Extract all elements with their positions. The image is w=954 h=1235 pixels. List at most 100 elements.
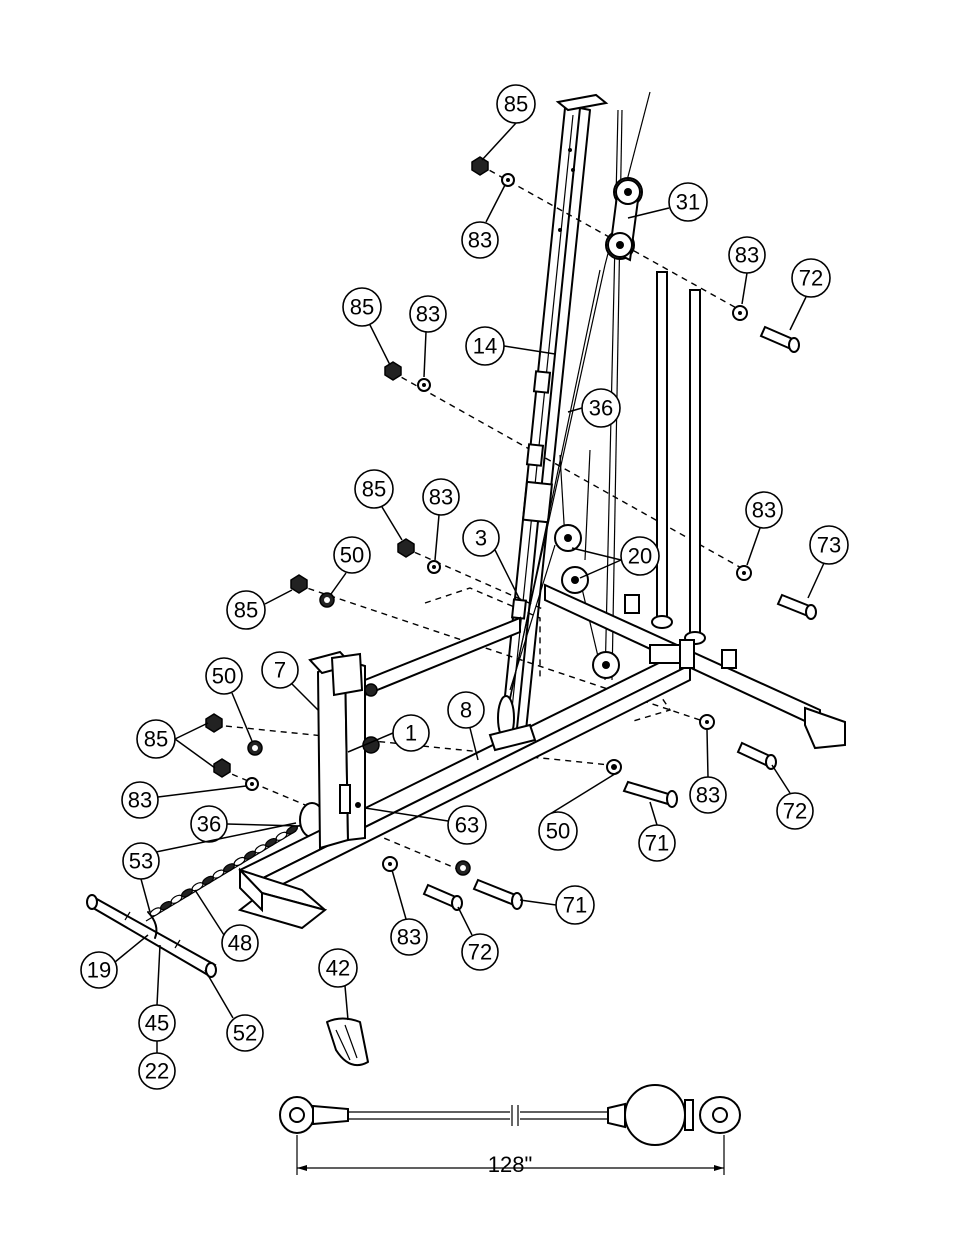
callout-circle [668,182,708,222]
callout-number: 31 [676,190,700,215]
callout-circle [465,326,505,366]
callout-leader [423,331,427,378]
pulley-lower [592,651,620,679]
callout-number: 48 [228,931,252,956]
callout-leader [457,906,473,936]
callout-circle [462,519,500,557]
callout-number: 83 [128,788,152,813]
callout-14: 14 [465,326,556,366]
callout-number: 63 [455,813,479,838]
callout-71: 71 [519,885,595,925]
callout-leader [485,184,506,223]
callout-1: 1 [347,714,430,753]
bolt-72-b [736,741,777,770]
callout-leader [481,122,517,161]
callout-circle [80,951,118,989]
callout-circle [809,525,849,565]
callout-leader [469,727,479,761]
bolt-73 [776,593,817,620]
callout-number: 72 [468,940,492,965]
callout-circle [447,805,487,845]
callout-83: 83 [728,236,766,305]
callout-circle [776,792,814,830]
callout-85: 85 [136,719,216,769]
callout-number: 83 [397,925,421,950]
upright-tower [499,93,609,749]
callout-circle [638,824,676,862]
callout-73: 73 [807,525,849,599]
callout-83: 83 [409,295,447,378]
callout-circle [538,811,578,851]
callout-circle [728,236,766,274]
callout-leader [627,207,670,219]
nut-85-c [397,538,415,558]
callout-number: 14 [473,334,497,359]
callout-circle [138,1052,176,1090]
callout-circle [496,84,536,124]
nut-85-d [290,574,308,594]
callout-number: 53 [129,849,153,874]
callout-number: 83 [416,302,440,327]
callout-number: 83 [696,783,720,808]
callout-number: 83 [429,485,453,510]
callout-50: 50 [538,771,619,851]
callout-circle [745,491,783,529]
callout-85: 85 [226,589,293,630]
callout-leader [157,785,247,798]
callout-leader [194,889,225,936]
callout-circle [121,781,159,819]
callout-number: 1 [405,721,417,746]
callout-42: 42 [318,948,358,1021]
callout-number: 45 [145,1011,169,1036]
callout-8: 8 [447,691,485,761]
callout-leader [344,985,349,1021]
callout-number: 36 [197,812,221,837]
callout-circle [791,258,831,298]
callout-leader [174,722,209,740]
callout-7: 7 [261,651,319,711]
callout-circle [409,295,447,333]
callout-63: 63 [364,805,487,845]
callout-72: 72 [771,764,814,830]
callout-number: 85 [504,92,528,117]
callout-circle [422,478,460,516]
callout-number: 71 [563,893,587,918]
callout-number: 7 [274,658,286,683]
callout-leader [231,692,253,742]
pulley-middle [554,524,589,594]
callout-leader [771,764,791,794]
callout-83: 83 [689,729,727,814]
callout-72: 72 [789,258,831,331]
callout-circle [221,924,259,962]
callout-circle [354,469,394,509]
bolt-71-a [622,780,678,808]
nut-85-b [384,361,402,381]
callout-leader [140,878,151,913]
callout-48: 48 [194,889,259,962]
callout-leader [807,562,825,599]
callout-leader [494,549,521,601]
callout-number: 83 [468,228,492,253]
hardware [205,156,817,1066]
callout-leader [264,589,293,605]
callout-number: 85 [234,598,258,623]
callout-leader [789,296,807,331]
callout-83: 83 [390,869,428,956]
callout-number: 52 [233,1021,257,1046]
callout-number: 73 [817,533,841,558]
callout-circle [190,805,228,843]
handle-bar [86,894,217,978]
callout-circle [136,719,176,759]
callout-number: 72 [799,266,823,291]
callout-83: 83 [121,781,247,819]
callout-circle [333,536,371,574]
callout-83: 83 [745,491,783,566]
callout-3: 3 [462,519,521,601]
callout-circle [205,657,243,695]
nut-85-e2 [213,758,231,778]
callout-circle [461,221,499,259]
callout-leader [391,869,407,920]
callout-53: 53 [122,822,297,913]
weight-guide-rods [651,271,706,645]
